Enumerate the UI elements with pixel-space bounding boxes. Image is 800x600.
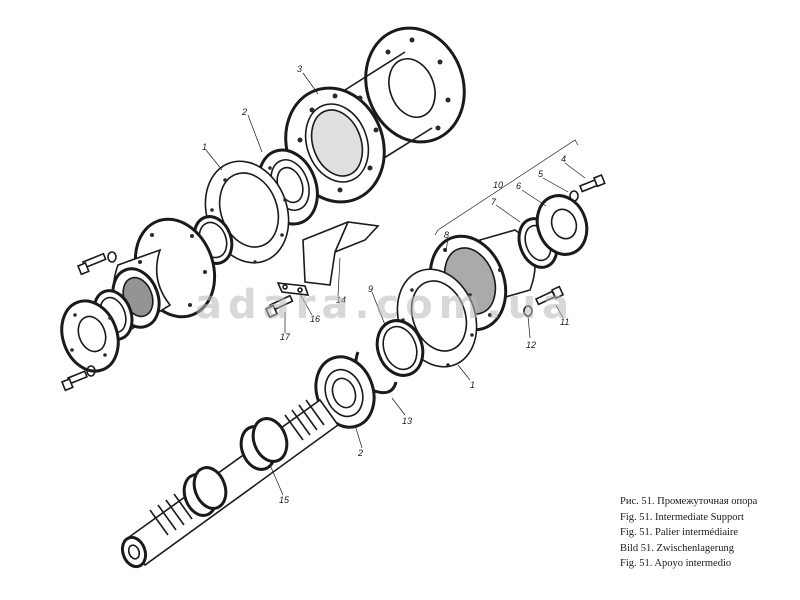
caption-line-fr: Fig. 51. Palier intermédiaire	[620, 527, 739, 538]
bracket-part-14	[302, 221, 380, 286]
caption-line-en: Fig. 51. Intermediate Support	[620, 511, 744, 523]
caption-line-ru: Рис. 51. Промежуточная опора	[620, 496, 758, 507]
cover-part-6	[535, 194, 589, 256]
label-5: 5	[538, 169, 544, 179]
figure-caption: Рис. 51. Промежуточная опора Fig. 51. In…	[620, 494, 757, 572]
leader-lines	[205, 72, 586, 496]
label-14: 14	[336, 295, 346, 305]
group-bracket-10	[434, 139, 579, 236]
watermark-text: adara.com.ua	[195, 282, 575, 328]
cover-plate	[60, 299, 120, 373]
bolt-left-upper	[76, 251, 117, 276]
lock-plate-part-16	[276, 282, 310, 296]
label-1-left: 1	[202, 142, 207, 152]
label-17: 17	[280, 332, 291, 342]
label-15: 15	[279, 495, 290, 505]
label-13: 13	[402, 416, 412, 426]
label-9: 9	[368, 284, 373, 294]
label-2-bottom: 2	[357, 448, 363, 458]
label-1-right: 1	[470, 380, 475, 390]
label-8: 8	[444, 230, 449, 240]
label-6: 6	[516, 181, 521, 191]
shaft-part-15	[120, 398, 340, 569]
bolt-part-4	[578, 173, 606, 193]
label-12: 12	[526, 340, 536, 350]
label-11: 11	[560, 317, 569, 327]
label-16: 16	[310, 314, 320, 324]
caption-line-de: Bild 51. Zwischenlagerung	[620, 542, 735, 554]
label-4: 4	[561, 154, 566, 164]
label-2-top: 2	[241, 107, 247, 117]
label-7: 7	[491, 197, 497, 207]
part-number-labels: 3 2 1 4 5 6 10 7 8 9 11 12 13 14 15 16 1…	[202, 64, 569, 505]
bolt-part-17	[264, 294, 294, 319]
label-10: 10	[493, 180, 503, 190]
bolt-left-lower	[60, 365, 96, 392]
left-flange-housing	[111, 217, 217, 332]
caption-line-es: Fig. 51. Apoyo intermedio	[620, 558, 732, 569]
washer-part-5	[569, 190, 579, 202]
label-3: 3	[297, 64, 302, 74]
bolt-part-11	[534, 285, 565, 306]
